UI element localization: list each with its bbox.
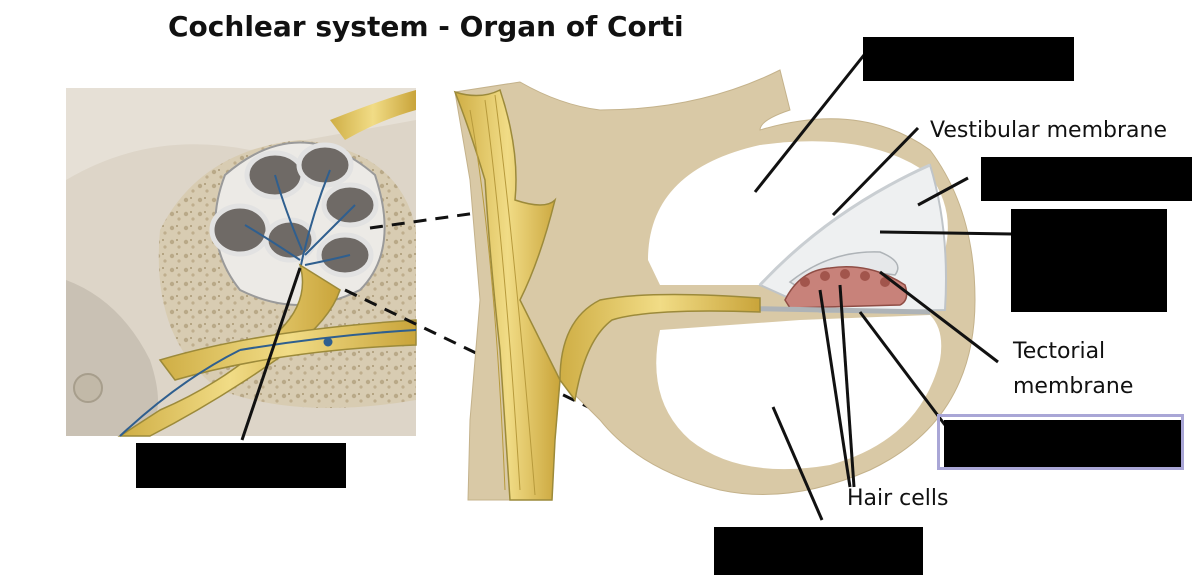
selection-highlight	[937, 414, 1184, 470]
label-vestibular-membrane: Vestibular membrane	[930, 118, 1167, 143]
label-tectorial-membrane-line1: Tectorial	[1013, 339, 1106, 364]
pointer-lines	[753, 49, 1013, 521]
page-title: Cochlear system - Organ of Corti	[168, 10, 684, 43]
hidden-label-box-right[interactable]	[1011, 209, 1167, 312]
cochlear-duct-section	[453, 69, 976, 501]
label-tectorial-membrane-line2: membrane	[1013, 374, 1134, 399]
hidden-label-box-lower-right[interactable]	[944, 420, 1181, 468]
label-hair-cells: Hair cells	[847, 486, 949, 511]
hidden-label-box-bottom-left[interactable]	[136, 443, 346, 488]
cochlea-inset	[66, 88, 417, 437]
hidden-label-box-bottom[interactable]	[714, 527, 923, 575]
hidden-label-box-upper-right[interactable]	[981, 157, 1192, 201]
hidden-label-box-top[interactable]	[863, 37, 1074, 81]
pointer-line-inset	[240, 267, 302, 441]
